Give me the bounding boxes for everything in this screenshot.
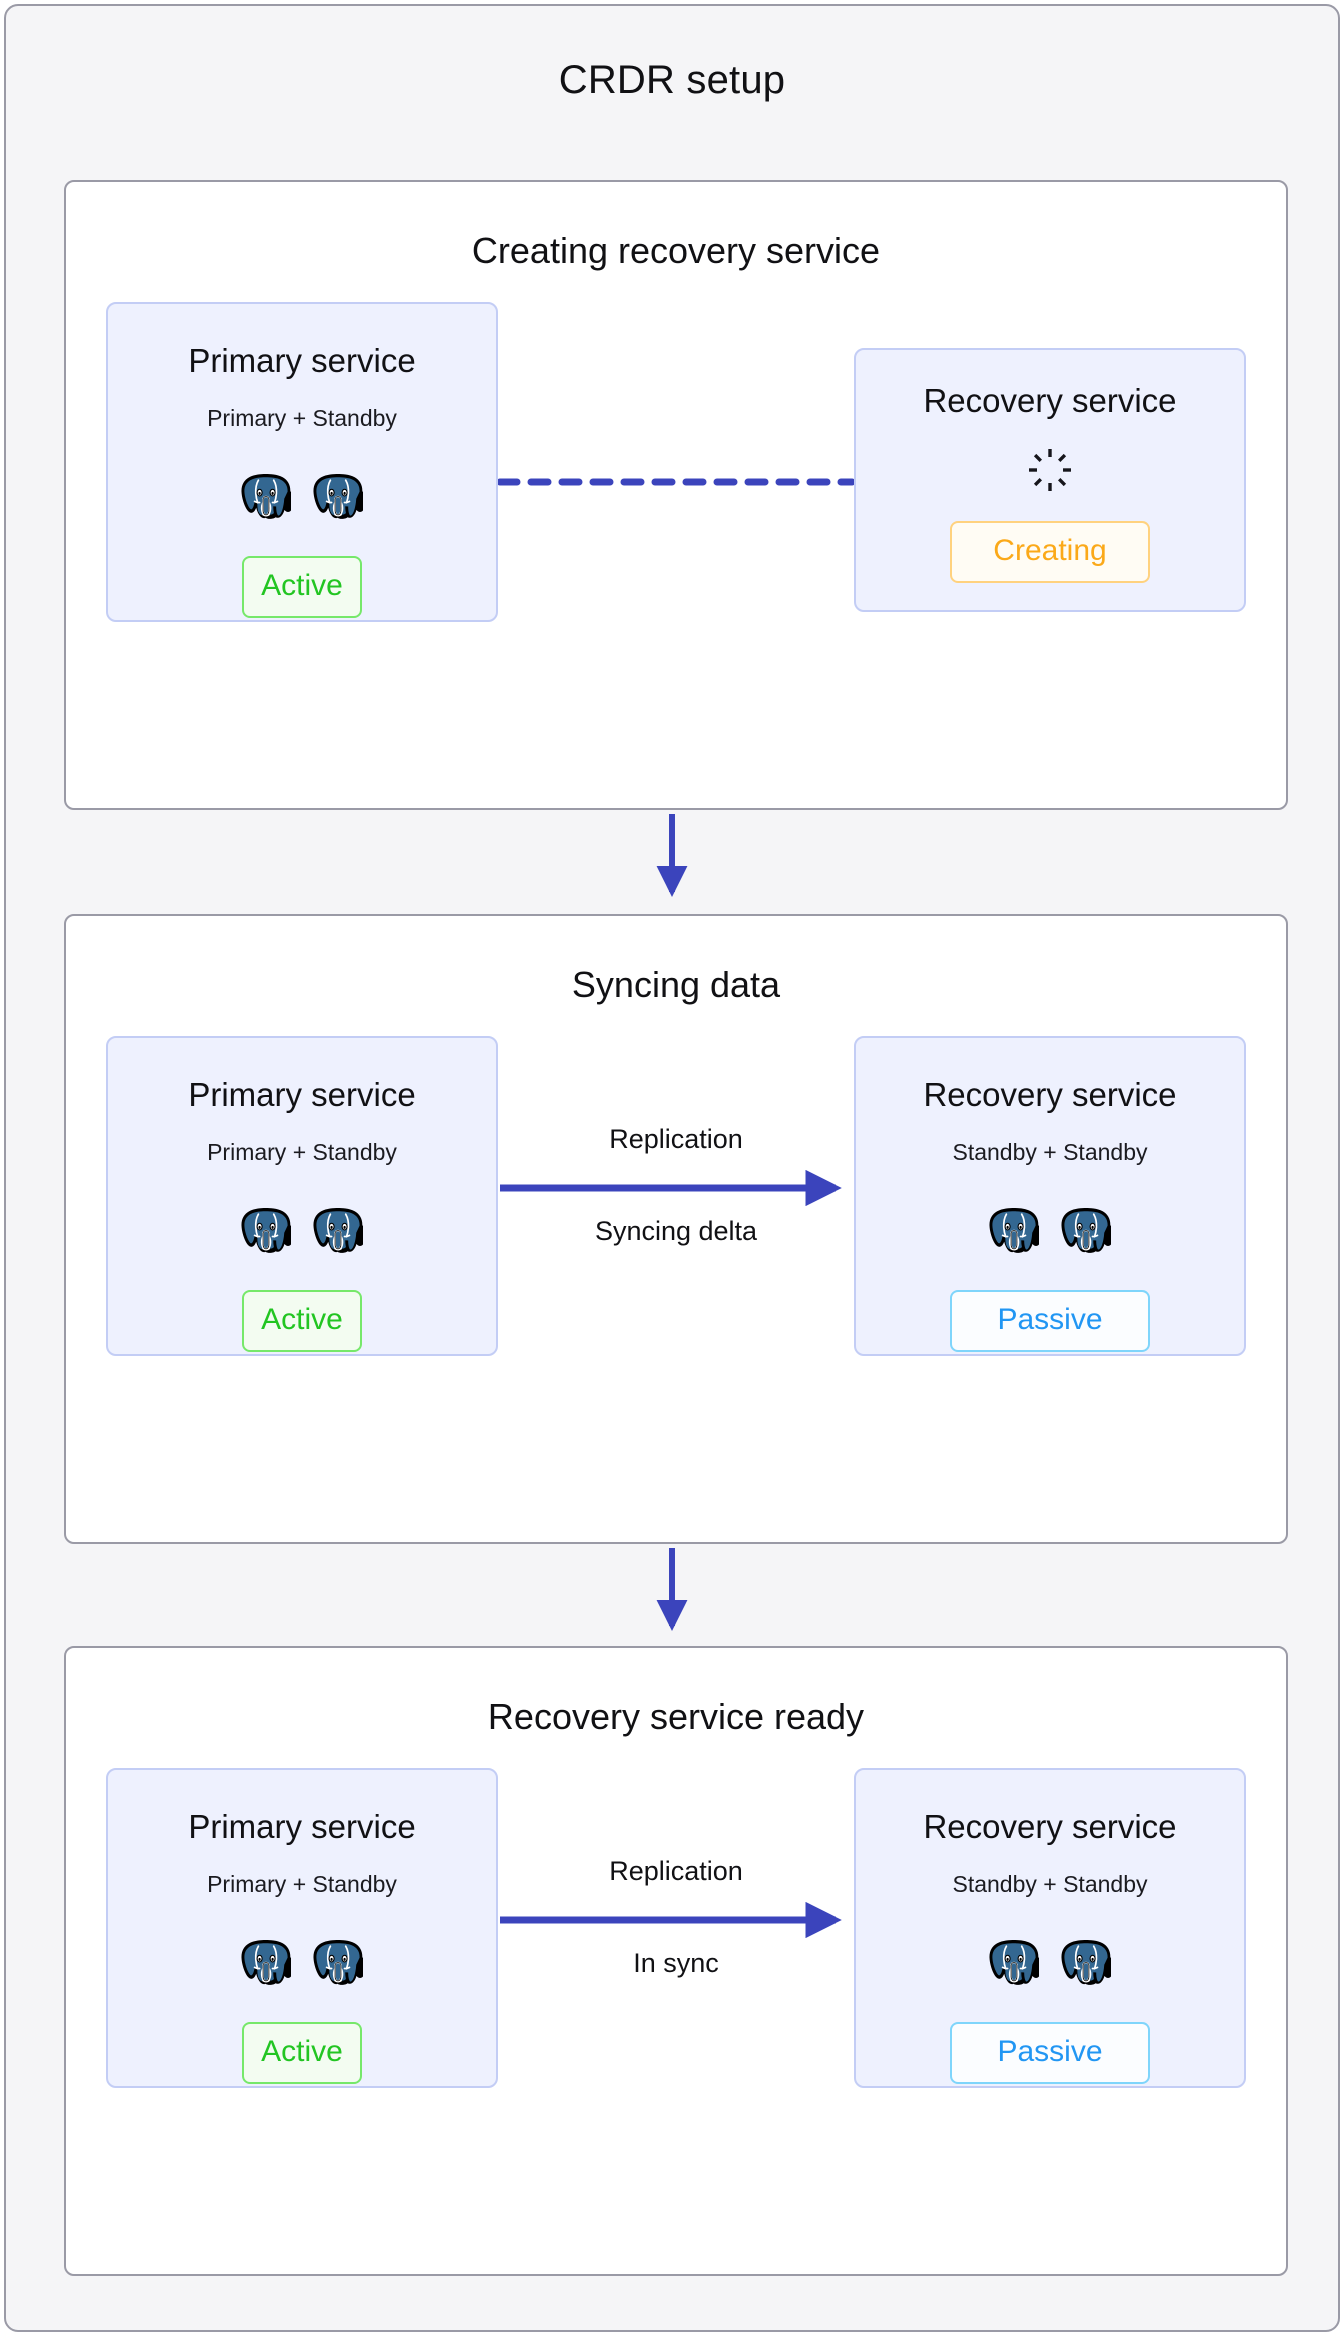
connector-label-top: Replication (609, 1124, 743, 1154)
postgres-elephant-icon (989, 1207, 1039, 1254)
stage-title: Syncing data (571, 964, 781, 1005)
status-badge-active: Active (242, 2022, 362, 2084)
service-card-subtitle: Primary + Standby (207, 1871, 397, 1897)
recovery-service-card[interactable]: Recovery service Standby + Standby Passi… (854, 1768, 1246, 2088)
service-card-subtitle: Standby + Standby (952, 1871, 1148, 1897)
status-badge-active: Active (242, 1290, 362, 1352)
node-icon-row (108, 1936, 496, 1986)
flow-arrow-down-1 (6, 810, 1338, 914)
recovery-service-card[interactable]: Recovery service Standby + Standby Passi… (854, 1036, 1246, 1356)
recovery-service-card[interactable]: Recovery service Creating (854, 348, 1246, 612)
postgres-elephant-icon (241, 1939, 291, 1986)
connector-dashed-link (496, 462, 856, 502)
postgres-elephant-icon (1061, 1207, 1111, 1254)
postgres-elephant-icon (313, 473, 363, 520)
service-card-title: Recovery service (923, 1808, 1177, 1845)
primary-service-card[interactable]: Primary service Primary + Standby Active (106, 302, 498, 622)
spinner-icon (1027, 447, 1073, 493)
service-card-title: Recovery service (923, 382, 1177, 419)
service-card-title: Primary service (188, 1808, 416, 1845)
postgres-elephant-icon (313, 1207, 363, 1254)
status-badge-active: Active (242, 556, 362, 618)
connector-label-bottom: In sync (633, 1948, 719, 1978)
stage-title: Creating recovery service (471, 230, 881, 271)
connector-replication-arrow: Replication In sync (498, 1858, 854, 1988)
postgres-elephant-icon (989, 1939, 1039, 1986)
node-icon-row (108, 1204, 496, 1254)
service-card-subtitle: Standby + Standby (952, 1139, 1148, 1165)
primary-service-card[interactable]: Primary service Primary + Standby Active (106, 1768, 498, 2088)
service-card-title: Primary service (188, 1076, 416, 1113)
stage-panel-syncing-data: Syncing data Primary service Primary + S… (64, 914, 1288, 1544)
service-card-title: Primary service (188, 342, 416, 379)
status-badge-passive: Passive (950, 1290, 1150, 1352)
status-badge-creating: Creating (950, 521, 1150, 583)
node-icon-row (856, 1936, 1244, 1986)
postgres-elephant-icon (241, 473, 291, 520)
page-title: CRDR setup (558, 58, 786, 102)
postgres-elephant-icon (1061, 1939, 1111, 1986)
service-card-subtitle: Primary + Standby (207, 405, 397, 431)
connector-replication-arrow: Replication Syncing delta (498, 1126, 854, 1256)
status-badge-passive: Passive (950, 2022, 1150, 2084)
connector-label-top: Replication (609, 1856, 743, 1886)
primary-service-card[interactable]: Primary service Primary + Standby Active (106, 1036, 498, 1356)
connector-label-bottom: Syncing delta (594, 1216, 758, 1246)
stage-title: Recovery service ready (487, 1696, 865, 1737)
postgres-elephant-icon (313, 1939, 363, 1986)
node-icon-row (108, 470, 496, 520)
diagram-frame: CRDR setup Creating recovery service Pri… (4, 4, 1340, 2332)
node-icon-row (856, 1204, 1244, 1254)
service-card-title: Recovery service (923, 1076, 1177, 1113)
stage-panel-creating-recovery-service: Creating recovery service Primary servic… (64, 180, 1288, 810)
postgres-elephant-icon (241, 1207, 291, 1254)
stage-panel-recovery-service-ready: Recovery service ready Primary service P… (64, 1646, 1288, 2276)
flow-arrow-down-2 (6, 1544, 1338, 1648)
service-card-subtitle: Primary + Standby (207, 1139, 397, 1165)
